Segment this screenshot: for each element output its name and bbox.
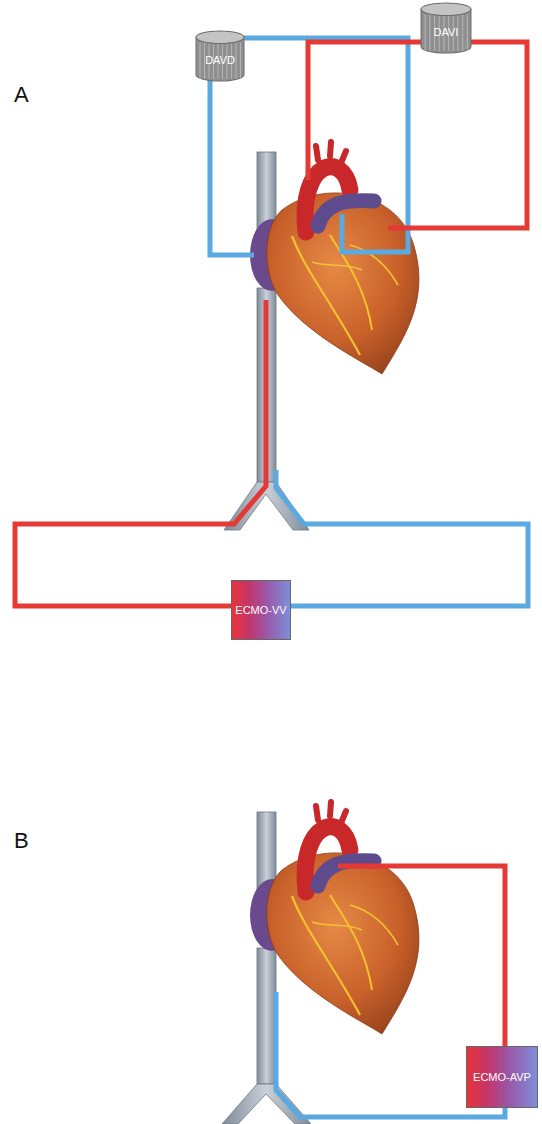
panel-letter: A [14, 84, 29, 106]
node-label: DAVD [205, 46, 235, 66]
pump-cylinder: DAVD [195, 30, 245, 82]
node-label: ECMO-VV [235, 604, 286, 616]
pump-cylinder: DAVI [420, 2, 472, 54]
node-label: DAVI [434, 18, 459, 38]
panel-letter: B [14, 830, 29, 852]
ecmo-box: ECMO-VV [231, 580, 291, 640]
ecmo-box: ECMO-AVP [466, 1046, 538, 1108]
node-label: ECMO-AVP [473, 1071, 531, 1083]
